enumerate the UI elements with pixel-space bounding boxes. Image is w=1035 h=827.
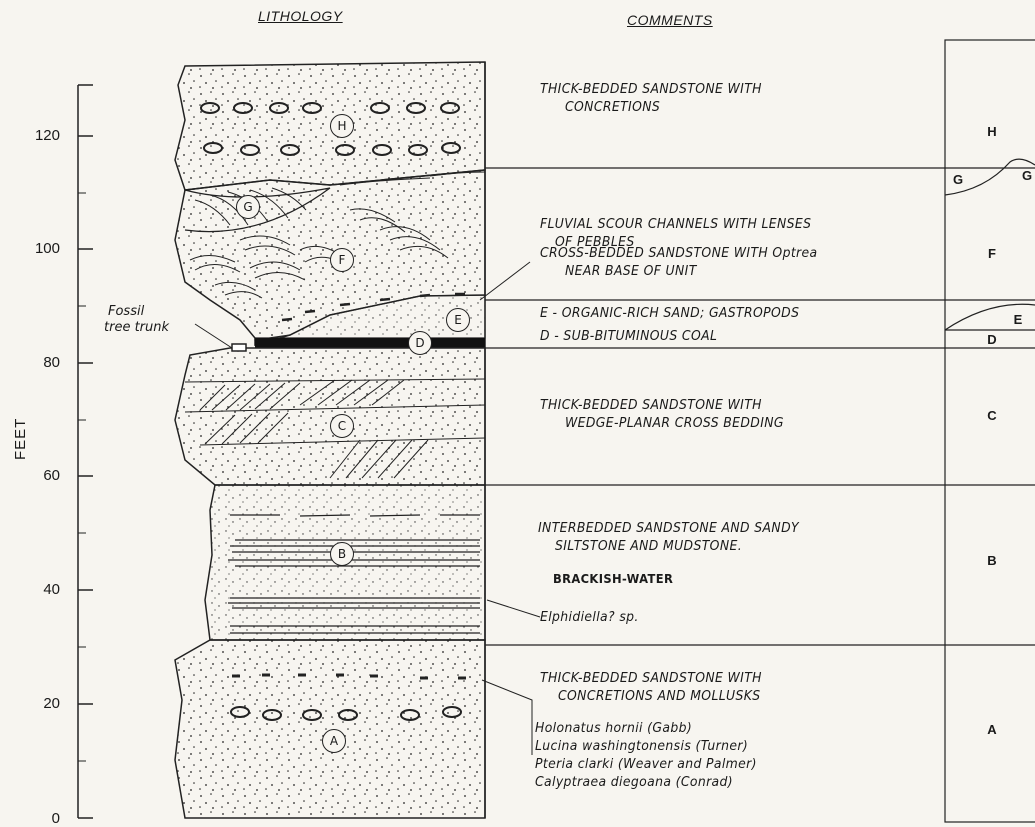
unit-a-label: A [982, 722, 1002, 737]
unit-h-label: H [982, 124, 1002, 139]
unit-g-label-2: G [1017, 168, 1035, 183]
feet-axis [78, 85, 93, 818]
comment-f-3: CROSS-BEDDED SANDSTONE WITH Optrea [540, 244, 818, 262]
comment-d: D - SUB-BITUMINOUS COAL [540, 327, 717, 345]
comment-b-4: Elphidiella? sp. [540, 608, 639, 626]
comment-a-2: CONCRETIONS AND MOLLUSKS [558, 687, 761, 705]
unit-f-marker: F [330, 248, 354, 272]
comment-a-4: Lucina washingtonensis (Turner) [535, 737, 748, 755]
comment-e: E - ORGANIC-RICH SAND; GASTROPODS [540, 304, 799, 322]
unit-e-marker: E [446, 308, 470, 332]
unit-d-label: D [982, 332, 1002, 347]
comment-c-1: THICK-BEDDED SANDSTONE WITH [540, 396, 762, 414]
comment-h-1: THICK-BEDDED SANDSTONE WITH [540, 80, 762, 98]
fossil-label-line1: Fossil [108, 304, 144, 320]
unit-h-marker: H [330, 114, 354, 138]
comment-a-6: Calyptraea diegoana (Conrad) [535, 773, 733, 791]
unit-e-label: E [1008, 312, 1028, 327]
comment-f-4: NEAR BASE OF UNIT [565, 262, 697, 280]
comment-a-3: Holonatus hornii (Gabb) [535, 719, 692, 737]
fossil-label-line2: tree trunk [104, 320, 169, 336]
unit-b-marker: B [330, 542, 354, 566]
unit-c-marker: C [330, 414, 354, 438]
comment-a-1: THICK-BEDDED SANDSTONE WITH [540, 669, 762, 687]
comment-h-2: CONCRETIONS [565, 98, 660, 116]
comment-b-2: SILTSTONE AND MUDSTONE. [555, 537, 742, 555]
comment-f-1: FLUVIAL SCOUR CHANNELS WITH LENSES [540, 215, 811, 233]
comment-b-3: BRACKISH-WATER [553, 570, 673, 588]
comment-a-5: Pteria clarki (Weaver and Palmer) [535, 755, 757, 773]
unit-g-marker: G [236, 195, 260, 219]
unit-d-marker: D [408, 331, 432, 355]
comment-b-1: INTERBEDDED SANDSTONE AND SANDY [538, 519, 799, 537]
unit-b-label: B [982, 553, 1002, 568]
unit-g-label-1: G [948, 172, 968, 187]
comment-c-2: WEDGE-PLANAR CROSS BEDDING [565, 414, 784, 432]
unit-a-marker: A [322, 729, 346, 753]
unit-c-label: C [982, 408, 1002, 423]
unit-f-label: F [982, 246, 1002, 261]
